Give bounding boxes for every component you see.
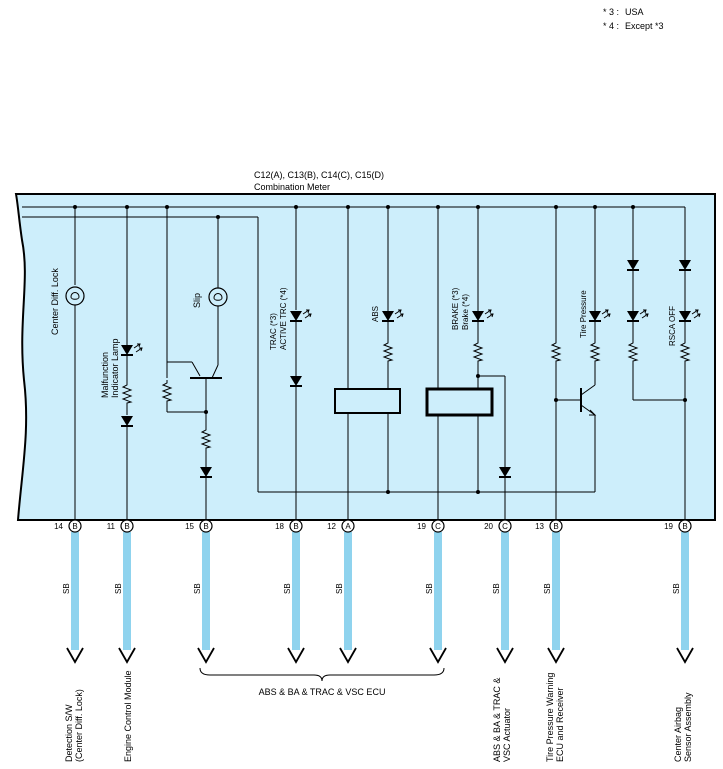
label-brake-1: BRAKE (*3) (451, 287, 460, 330)
label-rsca-off: RSCA OFF (668, 306, 677, 346)
svg-text:20: 20 (484, 522, 493, 531)
svg-text:19: 19 (417, 522, 426, 531)
pin-12-a: A 12 SB (327, 519, 357, 663)
notes: * 3 : USA * 4 : Except *3 (603, 7, 664, 31)
circuit-slip: Slip (162, 207, 228, 520)
circuit-rsca-off: RSCA OFF (626, 207, 701, 520)
label-mil-1: Malfunction (100, 352, 110, 398)
svg-text:13: 13 (535, 522, 544, 531)
pin-13-b: B 13 SB (535, 519, 565, 663)
svg-text:B: B (293, 522, 298, 531)
svg-text:C: C (502, 522, 508, 531)
pin-20-c: C 20 SB (484, 519, 514, 663)
dest-airbag-1: Center Airbag (673, 707, 683, 762)
svg-text:SB: SB (425, 583, 434, 594)
svg-text:19: 19 (664, 522, 673, 531)
circuit-trac: TRAC (*3) ACTIVE TRC (*4) (269, 207, 312, 520)
label-mil-2: Indicator Lamp (110, 338, 120, 398)
dest-actuator-1: ABS & BA & TRAC & (492, 678, 502, 762)
bulb-icon (65, 286, 85, 306)
svg-text:SB: SB (193, 583, 202, 594)
connector-name: Combination Meter (254, 182, 330, 192)
dest-ecm: Engine Control Module (123, 670, 133, 762)
svg-text:SB: SB (114, 583, 123, 594)
dest-airbag-2: Sensor Assembly (683, 692, 693, 762)
circuit-brake: BRAKE (*3) Brake (*4) (425, 207, 512, 520)
label-trac-2: ACTIVE TRC (*4) (279, 287, 288, 350)
note-text-3: USA (625, 7, 644, 17)
pin-19-b: B 19 SB (664, 519, 694, 663)
note-mark-4: * 4 : (603, 21, 619, 31)
pin-row: B 14 SB B 11 SB B 15 SB B 18 SB (54, 519, 694, 663)
svg-text:B: B (124, 522, 129, 531)
svg-text:SB: SB (492, 583, 501, 594)
pin-11-b: B 11 SB (107, 519, 136, 663)
coil-icon (334, 388, 401, 414)
svg-text:15: 15 (185, 522, 194, 531)
label-abs: ABS (371, 306, 380, 322)
svg-text:A: A (345, 522, 351, 531)
dest-tpw-1: Tire Pressure Warning (545, 673, 555, 762)
note-mark-3: * 3 : (603, 7, 619, 17)
label-brake-2: Brake (*4) (461, 294, 470, 330)
svg-text:C: C (435, 522, 441, 531)
label-tire-pressure: Tire Pressure (579, 290, 588, 338)
dest-tpw-2: ECU and Receiver (555, 687, 565, 762)
circuit-tire-pressure: Tire Pressure (551, 207, 611, 520)
svg-text:12: 12 (327, 522, 336, 531)
circuit-abs: ABS (334, 207, 404, 520)
pin-15-b: B 15 SB (185, 519, 215, 663)
connector-codes: C12(A), C13(B), C14(C), C15(D) (254, 170, 384, 180)
combination-meter-panel (14, 193, 716, 521)
dest-detection-sw-2: (Center Diff. Lock) (74, 689, 84, 762)
svg-text:18: 18 (275, 522, 284, 531)
dest-abs-ecu: ABS & BA & TRAC & VSC ECU (259, 687, 386, 697)
label-center-diff-lock: Center Diff. Lock (50, 268, 60, 335)
dest-actuator-2: VSC Actuator (502, 708, 512, 762)
label-slip: Slip (192, 293, 202, 308)
pin-18-b: B 18 SB (275, 519, 305, 663)
pin-19-c: C 19 SB (417, 519, 447, 663)
svg-text:11: 11 (107, 522, 116, 531)
svg-text:SB: SB (62, 583, 71, 594)
circuit-center-diff-lock: Center Diff. Lock (50, 207, 85, 520)
bus-lines (22, 206, 685, 493)
pin-14-b: B 14 SB (54, 519, 84, 663)
svg-text:14: 14 (54, 522, 63, 531)
svg-text:SB: SB (283, 583, 292, 594)
label-trac-1: TRAC (*3) (269, 313, 278, 350)
ecu-bracket (199, 667, 445, 682)
svg-text:B: B (72, 522, 77, 531)
arrow-down-icon (66, 531, 84, 663)
destinations: Detection S/W (Center Diff. Lock) Engine… (64, 670, 693, 762)
svg-text:SB: SB (672, 583, 681, 594)
dest-detection-sw-1: Detection S/W (64, 704, 74, 762)
svg-text:SB: SB (543, 583, 552, 594)
note-text-4: Except *3 (625, 21, 664, 31)
svg-text:SB: SB (335, 583, 344, 594)
svg-text:B: B (682, 522, 687, 531)
svg-text:B: B (203, 522, 208, 531)
svg-text:B: B (553, 522, 558, 531)
circuit-mil: Malfunction Indicator Lamp (100, 207, 143, 520)
